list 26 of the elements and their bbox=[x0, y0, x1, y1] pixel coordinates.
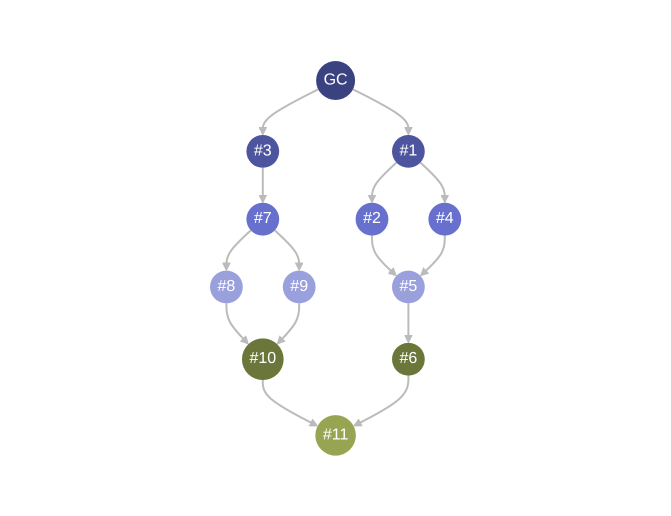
node-circle: #1 bbox=[392, 134, 425, 168]
node-circle: #7 bbox=[246, 202, 280, 236]
arrow bbox=[352, 88, 413, 136]
node-circle: #3 bbox=[246, 134, 280, 168]
arrow bbox=[225, 303, 249, 344]
node-circle: #10 bbox=[242, 338, 284, 380]
arrow bbox=[404, 303, 413, 343]
arrow bbox=[370, 235, 397, 276]
arrow bbox=[353, 375, 410, 426]
arrow bbox=[258, 167, 268, 203]
node-circle: #4 bbox=[428, 202, 462, 236]
node-circle: #8 bbox=[210, 270, 243, 304]
node-circle: #2 bbox=[356, 202, 388, 236]
arrow bbox=[222, 229, 252, 271]
arrow bbox=[420, 235, 446, 276]
node-circle: GC bbox=[316, 60, 355, 100]
arrow bbox=[276, 303, 300, 344]
arrow bbox=[258, 88, 319, 136]
node-circle: #6 bbox=[392, 342, 425, 376]
node-circle: #11 bbox=[315, 414, 356, 456]
node-circle: #9 bbox=[282, 270, 316, 304]
arrow bbox=[368, 162, 397, 203]
arrow bbox=[274, 229, 304, 271]
node-circle: #5 bbox=[392, 270, 425, 304]
arrow bbox=[262, 380, 318, 426]
arrow bbox=[420, 162, 450, 203]
